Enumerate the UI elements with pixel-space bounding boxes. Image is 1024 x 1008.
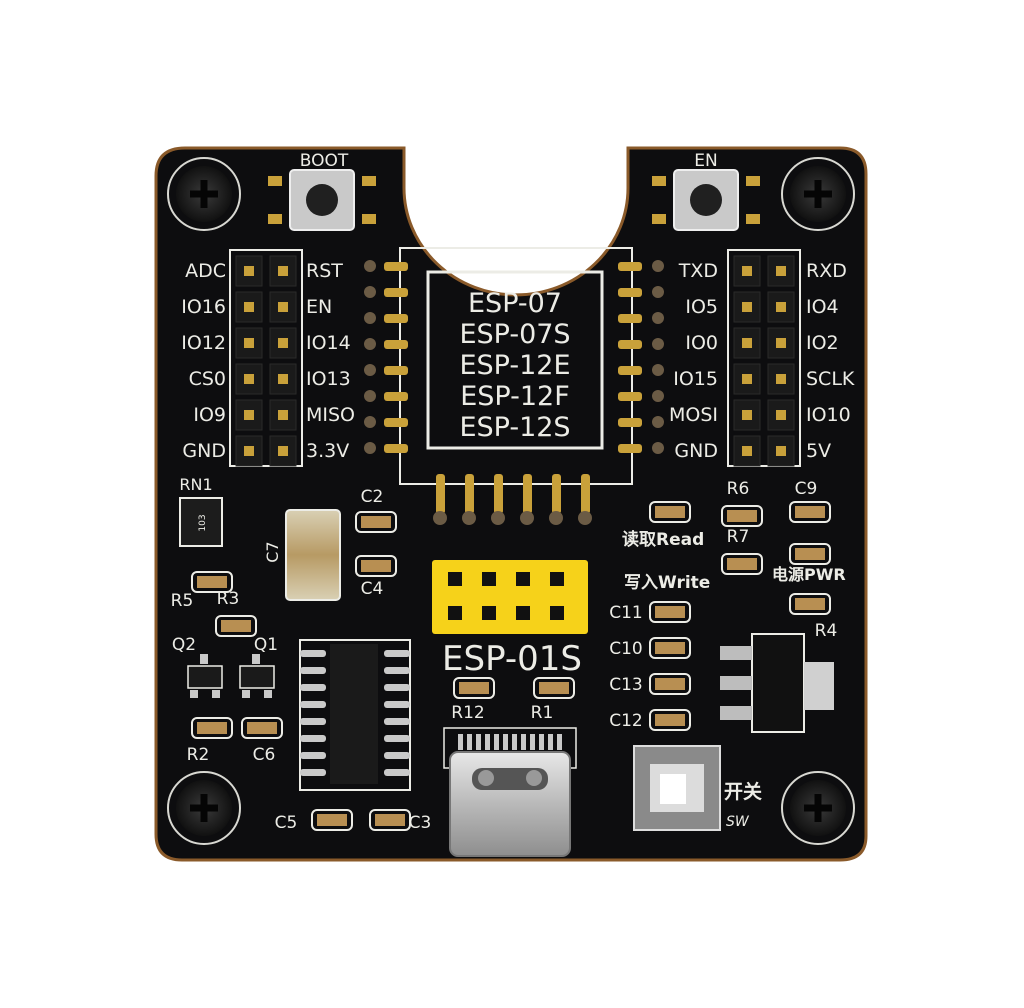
voltage-regulator: [720, 633, 834, 733]
c7-label: C7: [263, 541, 282, 562]
pin-label: RST: [306, 260, 343, 282]
pin-label: IO9: [193, 404, 226, 426]
module-label: ESP-07: [468, 288, 562, 319]
pin-label: GND: [674, 440, 718, 462]
r5-label: R5: [171, 591, 194, 611]
module-label: ESP-07S: [459, 319, 570, 350]
r6-label: R6: [727, 479, 750, 499]
screw-bottom-left-icon: [167, 771, 241, 845]
c2-label: C2: [361, 487, 384, 507]
pin-label: MISO: [306, 404, 355, 426]
pin-label: IO12: [181, 332, 226, 354]
q2-transistor: [187, 654, 223, 698]
c10-label: C10: [609, 639, 643, 659]
r1-label: R1: [531, 703, 554, 723]
screw-top-right-icon: [781, 157, 855, 231]
pin-label: IO2: [806, 332, 839, 354]
pin-label: RXD: [806, 260, 847, 282]
pin-label: 5V: [806, 440, 831, 462]
pin-label: IO5: [685, 296, 718, 318]
module-label: ESP-12S: [459, 412, 570, 443]
boot-button[interactable]: [268, 169, 376, 231]
c6-label: C6: [253, 745, 276, 765]
c4-label: C4: [361, 579, 384, 599]
pin-label: SCLK: [806, 368, 855, 390]
power-switch[interactable]: [633, 745, 721, 831]
c9-label: C9: [795, 479, 818, 499]
usb-c-port[interactable]: [443, 727, 577, 857]
pin-label: ADC: [185, 260, 226, 282]
left-pin-header: [229, 249, 303, 467]
en-label: EN: [694, 151, 717, 171]
q2-label: Q2: [172, 635, 196, 655]
r2-label: R2: [187, 745, 210, 765]
write-led-label: 写入Write: [624, 573, 710, 593]
switch-label-en: SW: [726, 814, 750, 830]
c11-label: C11: [609, 603, 643, 623]
r4-label: R4: [815, 621, 838, 641]
rn1-chip: [179, 497, 223, 547]
pin-label: CS0: [189, 368, 226, 390]
r7-label: R7: [727, 527, 750, 547]
switch-label-cn: 开关: [724, 780, 762, 803]
pin-label: GND: [182, 440, 226, 462]
r12-label: R12: [451, 703, 484, 723]
pin-label: 3.3V: [306, 440, 349, 462]
pin-label: IO14: [306, 332, 351, 354]
q1-label: Q1: [254, 635, 278, 655]
c3-label: C3: [409, 813, 432, 833]
screw-top-left-icon: [167, 157, 241, 231]
right-pin-header: [727, 249, 801, 467]
c5-label: C5: [275, 813, 298, 833]
pin-label: IO0: [685, 332, 718, 354]
c13-label: C13: [609, 675, 643, 695]
rn1-label: RN1: [179, 475, 212, 494]
screw-bottom-right-icon: [781, 771, 855, 845]
pin-label: IO15: [673, 368, 718, 390]
power-led-label: 电源PWR: [772, 565, 846, 584]
pin-label: IO13: [306, 368, 351, 390]
r3-label: R3: [217, 589, 240, 609]
read-led-label: 读取Read: [622, 529, 704, 550]
boot-label: BOOT: [300, 151, 349, 171]
c12-label: C12: [609, 711, 643, 731]
usb-serial-chip: [299, 639, 411, 791]
esp01s-label: ESP-01S: [442, 639, 582, 679]
esp01s-socket[interactable]: [432, 560, 588, 634]
rn1-chip-marking: 103: [198, 514, 208, 531]
en-button[interactable]: [652, 169, 760, 231]
pin-label: EN: [306, 296, 332, 318]
module-label: ESP-12E: [459, 350, 570, 381]
pin-label: MOSI: [669, 404, 718, 426]
pin-label: TXD: [678, 260, 718, 282]
pin-label: IO4: [806, 296, 839, 318]
pin-label: IO10: [806, 404, 851, 426]
pogo-pins: [364, 260, 664, 525]
module-label-box: [426, 270, 604, 450]
pin-label: IO16: [181, 296, 226, 318]
q1-transistor: [239, 654, 275, 698]
c7-capacitor: [285, 509, 341, 601]
module-label: ESP-12F: [460, 381, 570, 412]
